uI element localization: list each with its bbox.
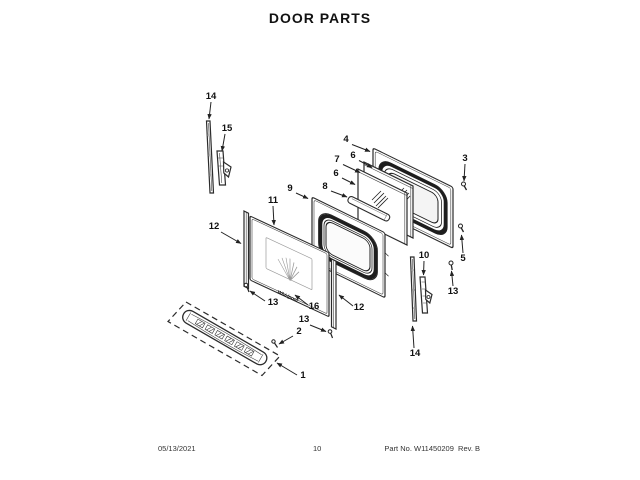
top-right-screw (461, 181, 468, 191)
callout-label-16: 16 (309, 301, 320, 312)
right-side-trim (330, 258, 337, 330)
callout-label-5: 5 (460, 253, 466, 264)
callout-label-12-right: 12 (354, 302, 365, 313)
callout-label-1: 1 (300, 370, 306, 381)
callout-label-7: 7 (334, 154, 339, 165)
callout-label-11: 11 (268, 195, 279, 206)
door-handle-trim (182, 309, 268, 366)
callout-label-6-rear: 6 (350, 150, 355, 161)
door-liner-panel (311, 197, 389, 298)
callout-label-13-right: 13 (448, 286, 459, 297)
left-side-trim (243, 210, 250, 290)
right-trim-screw (327, 329, 334, 339)
callout-label-14-right: 14 (410, 348, 421, 359)
callout-leader-lines (207, 101, 467, 376)
callout-label-15: 15 (222, 123, 233, 134)
side-screw (458, 223, 465, 233)
callout-label-8: 8 (322, 181, 327, 192)
callout-label-6-front: 6 (333, 168, 338, 179)
left-latch (216, 150, 232, 186)
callout-label-13-mid: 13 (299, 314, 310, 325)
right-latch (419, 276, 433, 314)
glass-spacer (347, 195, 391, 222)
footer-part-number: Part No. W11450209 Rev. B (384, 444, 480, 453)
footer-page-number: 10 (313, 444, 322, 453)
callout-label-13-left: 13 (268, 297, 279, 308)
left-trim-screw (243, 282, 250, 293)
outer-door-glass (249, 215, 330, 317)
callout-label-9: 9 (287, 183, 292, 194)
callout-label-3: 3 (462, 153, 467, 164)
handle-assembly-outline (167, 301, 281, 377)
callout-label-2: 2 (296, 326, 301, 337)
hinge-screw (448, 260, 454, 271)
callout-label-14-left: 14 (206, 91, 217, 102)
page-title: DOOR PARTS (268, 10, 372, 26)
handle-end-screw (271, 339, 278, 348)
right-rod (409, 256, 418, 322)
callout-label-12-left: 12 (209, 221, 220, 232)
callout-label-10: 10 (419, 250, 430, 261)
footer-date: 05/13/2021 (158, 444, 196, 453)
callout-label-4: 4 (343, 134, 349, 145)
left-rod (205, 120, 215, 194)
